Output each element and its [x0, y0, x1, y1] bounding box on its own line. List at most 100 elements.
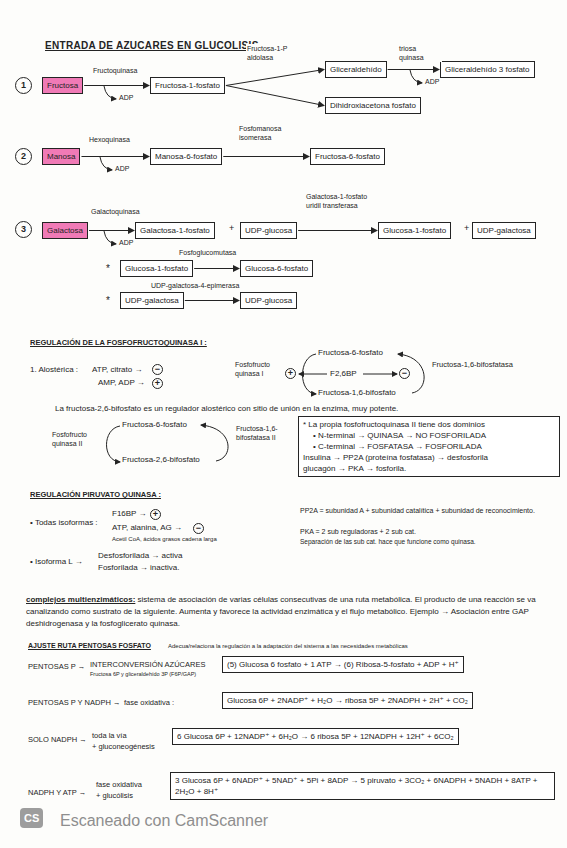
sugar-box: Galactosa: [42, 222, 88, 239]
section-heading: AJUSTE RUTA PENTOSAS FOSFATO: [28, 641, 151, 650]
reaction-arrow: [84, 85, 149, 86]
enzyme-label: Fructoquinasa: [92, 66, 138, 75]
enzyme-label: Galactosa-1-fosfato uridil transferasa: [305, 192, 375, 210]
metabolite-box: UDP-glucosa: [240, 222, 297, 239]
note-text: fase oxidativa :: [124, 698, 174, 708]
effect-sign-circle: −: [193, 523, 204, 534]
enzyme-label: Hexoquinasa: [88, 135, 131, 144]
note-text: AMP, ADP →: [98, 378, 145, 388]
sugar-box: Fructosa: [42, 77, 83, 94]
note-text: +: [464, 222, 469, 234]
note-text: Fosforilada → inactiva.: [98, 563, 179, 573]
node-text: • C-terminal → FOSFATASA → FOSFORILADA: [303, 441, 555, 452]
adp-arrow: [410, 70, 422, 83]
node-text: −: [402, 369, 407, 378]
note-text: + glucólisis: [96, 791, 133, 801]
note-text: PENTOSAS P Y NADPH →: [28, 698, 120, 708]
node-text: Fructosa: [47, 81, 78, 90]
effect-sign-circle: −: [399, 368, 410, 379]
note-text: Separación de las sub cat. hace que func…: [300, 538, 562, 546]
metabolite-box: Glucosa-6-fosfato: [240, 260, 313, 277]
note-text: ADP: [115, 164, 129, 173]
note-text: Acetil CoA, ácidos grasos cadena larga: [112, 535, 217, 543]
note-text: Adecua/relaciona la regulación a la adap…: [168, 642, 558, 650]
note-text: La fructosa-2,6-bifosfato es un regulado…: [55, 404, 398, 414]
note-text: • Isoforma L →: [30, 557, 83, 567]
note-box: 3 Glucosa 6P + 6NADP⁺ + 5NAD⁺ + 5Pi + 8A…: [170, 772, 555, 800]
section-heading: REGULACIÓN PIRUVATO QUINASA :: [30, 490, 161, 500]
note-text: PENTOSAS P →: [28, 662, 85, 672]
cycle-arrow: [201, 425, 228, 461]
note-text: PKA = 2 sub reguladoras + 2 sub cat.: [300, 527, 416, 536]
metabolite-box: 6 Glucosa 6P + 12NADP⁺ + 6H₂O → 6 ribosa…: [172, 728, 459, 745]
node-text: UDP-galactosa: [125, 296, 179, 305]
node-text: Gliceraldehído 3 fosfato: [445, 65, 530, 74]
metabolite-box: (5) Glucosa 6 fosfato + 1 ATP → (6) Ribo…: [222, 656, 464, 673]
enzyme-label: Galactoquinasa: [90, 207, 141, 216]
cycle-arrow: [398, 354, 424, 393]
node-text: 3 Glucosa 6P + 6NADP⁺ + 5NAD⁺ + 5Pi + 8A…: [175, 776, 537, 796]
note-text: *: [106, 294, 110, 307]
node-text: Glucosa-6-fosfato: [245, 264, 308, 273]
adp-arrow: [104, 231, 116, 244]
metabolite-box: UDP-galactosa: [120, 292, 184, 309]
node-text: 6 Glucosa 6P + 12NADP⁺ + 6H₂O → 6 ribosa…: [177, 732, 454, 741]
node-text: −: [155, 365, 160, 374]
metabolite-box: Glucosa-1-fosfato: [378, 222, 451, 239]
enzyme-label: Fosfomanosa isomerasa: [238, 124, 306, 142]
note-text: Fructosa 6P y gliceraldehído 3P (F6P/GAP…: [90, 671, 196, 678]
section-number-circle: 3: [15, 221, 32, 238]
note-text: PP2A = subunidad A + subunidad catalític…: [300, 506, 562, 515]
note-text: Fosfofructo quinasa I: [235, 360, 281, 378]
metabolite-box: Gliceraldehído 3 fosfato: [440, 61, 535, 78]
metabolite-box: UDP-glucosa: [240, 292, 297, 309]
effect-sign-circle: −: [152, 364, 163, 375]
node-text: Manosa: [47, 152, 75, 161]
note-text: F2,6BP: [330, 369, 357, 379]
node-text: Gliceraldehído: [330, 65, 382, 74]
node-text: Fructosa-6-fosfato: [315, 152, 380, 161]
effect-sign-circle: +: [285, 368, 296, 379]
node-text: Galactosa-1-fosfato: [140, 226, 210, 235]
enzyme-label: UDP-galactosa-4-epimerasa: [150, 281, 240, 290]
metabolite-box: Fructosa-6-fosfato: [310, 148, 385, 165]
node-text: Glucosa 6P + 2NADP⁺ + H₂O → ribosa 5P + …: [227, 696, 468, 705]
node-text: • N-terminal → QUINASA → NO FOSFORILADA: [303, 430, 555, 441]
node-text: Insulina → PP2A (proteína fosfatasa) → d…: [303, 452, 555, 463]
metabolite-box: Fructosa-1-fosfato: [150, 77, 225, 94]
node-text: Galactosa: [47, 226, 83, 235]
note-text: • Todas isoformas :: [30, 518, 98, 528]
note-text: +: [229, 222, 234, 234]
cycle-arrow: [107, 426, 121, 462]
note-text: *: [106, 262, 110, 275]
note-text: ATP, citrato →: [92, 365, 142, 375]
note-text: ADP: [425, 77, 439, 86]
note-text: Fructosa-1,6-bifosfatasa II: [236, 424, 294, 442]
watermark: Escaneado con CamScanner: [60, 810, 268, 831]
node-text: −: [196, 524, 201, 533]
metabolite-box: Manosa-6-fosfato: [150, 148, 222, 165]
node-text: (5) Glucosa 6 fosfato + 1 ATP → (6) Ribo…: [227, 660, 459, 669]
effector-arrow: [363, 374, 397, 375]
node-text: glucagón → PKA → fosforila.: [303, 463, 555, 474]
node-text: +: [288, 369, 293, 378]
node-text: 3: [21, 225, 26, 234]
sugar-box: Manosa: [42, 148, 80, 165]
note-text: fase oxidativa: [96, 780, 142, 790]
reaction-arrow: [185, 300, 239, 301]
note-text: INTERCONVERSIÓN AZÚCARES: [90, 660, 205, 670]
note-text: + gluconeogénesis: [92, 742, 155, 752]
note-text: Fructosa-1,6-bifosfatasa: [432, 360, 513, 370]
effect-sign-circle: +: [152, 378, 163, 389]
note-text: ADP: [119, 238, 133, 247]
node-text: Glucosa-1-fosfato: [125, 264, 188, 273]
note-text: NADPH Y ATP →: [28, 788, 86, 798]
note-text: ADP: [119, 93, 133, 102]
reaction-arrow: [223, 156, 309, 157]
note-text: toda la vía: [92, 731, 127, 741]
node-text: 1: [21, 81, 26, 90]
note-text: F16BP →: [112, 509, 147, 519]
node-text: +: [153, 510, 158, 519]
node-text: 2: [21, 152, 26, 161]
note-text: Desfosforilada → activa: [98, 551, 182, 561]
